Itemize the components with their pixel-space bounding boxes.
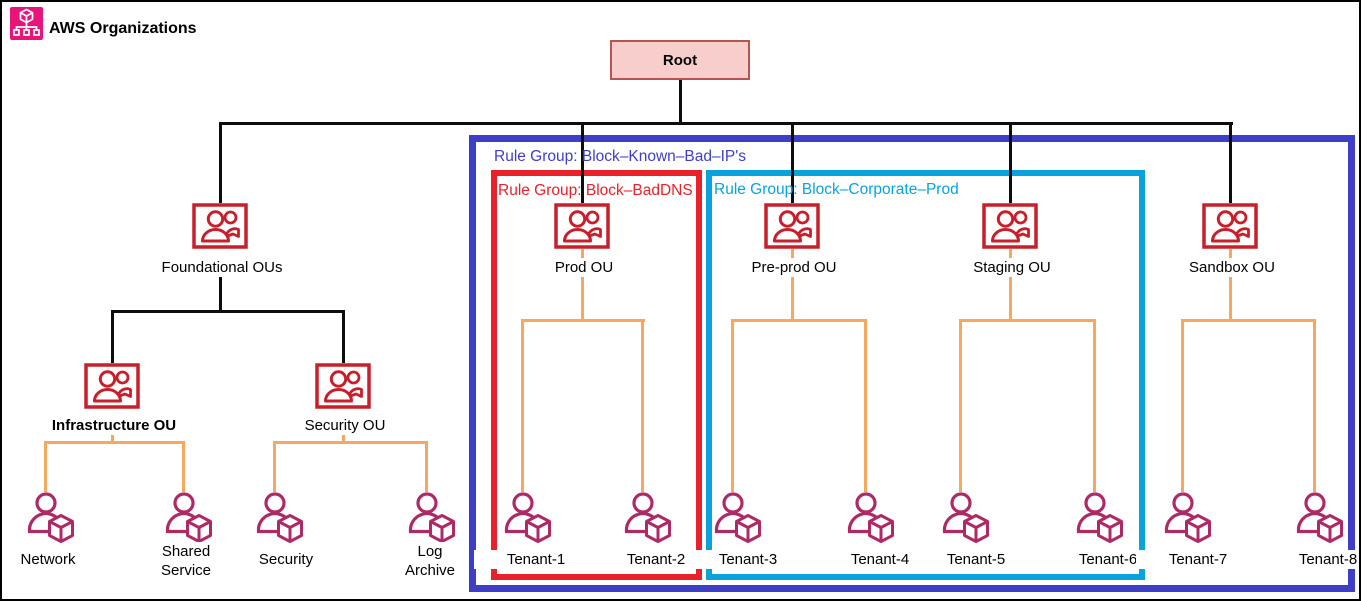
connector: [342, 310, 345, 363]
connector: [1181, 319, 1316, 322]
connector: [1093, 319, 1096, 492]
account-label-log-archive: Log Archive: [392, 542, 468, 580]
account-user-cube-icon: [256, 492, 304, 544]
connector: [1313, 319, 1316, 492]
ou-label-prod: Prod OU: [502, 258, 666, 277]
connector: [219, 276, 222, 312]
account-user-cube-icon: [1296, 492, 1344, 544]
connector: [581, 249, 584, 321]
ou-label-foundational: Foundational OUs: [140, 258, 304, 277]
account-label-security: Security: [224, 550, 348, 569]
ou-label-staging: Staging OU: [930, 258, 1094, 277]
ou-users-icon: [554, 203, 610, 249]
account-user-cube-icon: [27, 492, 75, 544]
account-user-cube-icon: [504, 492, 552, 544]
connector: [791, 249, 794, 321]
connector: [111, 310, 114, 363]
rule-group-label-block-known-bad-ips: Rule Group: Block–Known–Bad–IP's: [494, 148, 746, 165]
connector: [342, 432, 345, 444]
connector: [791, 122, 794, 203]
connector: [44, 441, 185, 444]
connector: [581, 122, 584, 203]
connector: [273, 441, 428, 444]
ou-users-icon: [982, 203, 1038, 249]
connector: [864, 319, 867, 492]
connector: [219, 122, 1233, 125]
ou-users-icon: [764, 203, 820, 249]
ou-label-security: Security OU: [263, 416, 427, 435]
account-user-cube-icon: [847, 492, 895, 544]
ou-label-preprod: Pre-prod OU: [712, 258, 876, 277]
account-label-tenant-4: Tenant-4: [818, 550, 942, 569]
account-user-cube-icon: [624, 492, 672, 544]
account-user-cube-icon: [1164, 492, 1212, 544]
connector: [1229, 122, 1232, 203]
connector: [959, 319, 962, 492]
ou-label-infrastructure: Infrastructure OU: [32, 416, 196, 435]
connector: [731, 319, 734, 492]
connector: [1009, 122, 1012, 203]
connector: [219, 122, 222, 203]
connector: [273, 441, 276, 492]
connector: [959, 319, 1096, 322]
account-user-cube-icon: [1076, 492, 1124, 544]
connector: [111, 432, 114, 444]
rule-group-box-block-corporate-prod: [706, 170, 1145, 580]
account-user-cube-icon: [408, 492, 456, 544]
account-label-shared-service: Shared Service: [148, 542, 224, 580]
root-node: Root: [610, 40, 750, 80]
rule-group-label-block-baddns: Rule Group: Block–BadDNS: [498, 182, 693, 199]
ou-users-icon: [84, 363, 140, 409]
connector: [679, 80, 682, 125]
ou-users-icon: [315, 363, 371, 409]
connector: [44, 441, 47, 492]
connector: [425, 441, 428, 492]
connector: [521, 319, 645, 322]
connector: [1181, 319, 1184, 492]
account-label-tenant-5: Tenant-5: [914, 550, 1038, 569]
account-label-network: Network: [2, 550, 110, 569]
connector: [111, 310, 345, 313]
app-title: AWS Organizations: [49, 20, 197, 37]
aws-organizations-icon: [10, 7, 43, 40]
account-user-cube-icon: [165, 492, 213, 544]
connector: [641, 319, 644, 492]
ou-users-icon: [1202, 203, 1258, 249]
connector: [1009, 249, 1012, 321]
connector: [731, 319, 867, 322]
connector: [182, 441, 185, 492]
account-label-tenant-8: Tenant-8: [1266, 550, 1359, 569]
account-label-tenant-7: Tenant-7: [1136, 550, 1260, 569]
account-label-tenant-1: Tenant-1: [474, 550, 598, 569]
account-user-cube-icon: [942, 492, 990, 544]
account-label-tenant-3: Tenant-3: [686, 550, 810, 569]
ou-label-sandbox: Sandbox OU: [1150, 258, 1314, 277]
ou-users-icon: [192, 203, 248, 249]
rule-group-box-block-baddns: [491, 170, 702, 580]
connector: [1229, 249, 1232, 321]
rule-group-box-block-known-bad-ips: [469, 135, 1355, 592]
rule-group-label-block-corporate-prod: Rule Group: Block–Corporate–Prod: [714, 181, 959, 198]
connector: [521, 319, 524, 492]
account-user-cube-icon: [714, 492, 762, 544]
